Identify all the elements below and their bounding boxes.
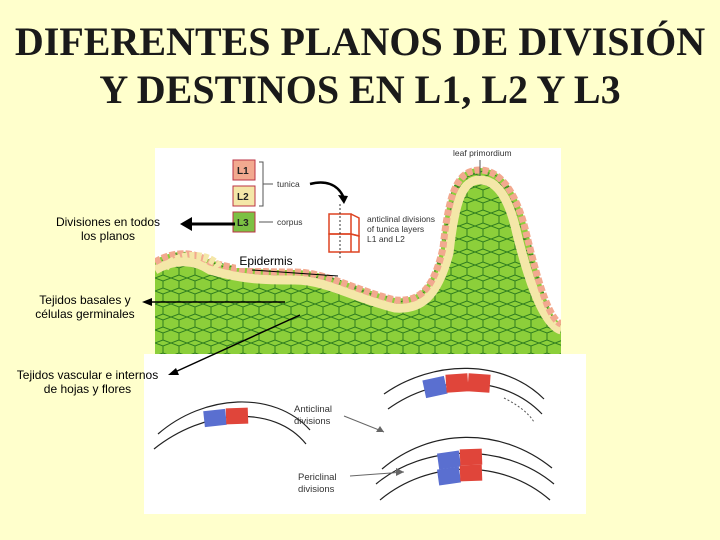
arrow-left-icon	[168, 368, 179, 375]
division-planes-figure: Anticlinal divisions Periclinal division…	[144, 354, 586, 514]
label-epidermis: Epidermis	[236, 254, 296, 268]
layer-legend: L1 L2 L3	[232, 159, 256, 233]
anticlinal-note: anticlinal divisions of tunica layers L1…	[367, 214, 437, 244]
layer-label-l2: L2	[237, 192, 249, 203]
arrow-right-icon	[376, 426, 384, 432]
label-tejidos-basales: Tejidos basales y células germinales	[35, 293, 135, 321]
periclinal-label: Periclinal divisions	[298, 472, 339, 495]
anticlinal-division-icon	[328, 204, 360, 260]
arrow-right-icon	[396, 468, 404, 476]
slide-title: DIFERENTES PLANOS DE DIVISIÓN Y DESTINOS…	[0, 18, 720, 114]
title-line-1: DIFERENTES PLANOS DE DIVISIÓN	[14, 19, 706, 64]
leaf-primordium-label: leaf primordium	[453, 148, 512, 158]
layer-label-l3: L3	[237, 218, 249, 229]
label-divisiones: Divisiones en todos los planos	[55, 215, 161, 243]
tunica-label: tunica	[277, 179, 300, 189]
meristem-figure: L1 L2 L3 tunica corpus anticlinal divisi…	[155, 148, 561, 356]
anticlinal-label: Anticlinal divisions	[294, 404, 335, 427]
arrow-left-icon	[142, 298, 152, 306]
arrow-head-icon	[338, 195, 348, 204]
title-line-2: Y DESTINOS EN L1, L2 Y L3	[99, 67, 621, 112]
label-tejidos-vascular: Tejidos vascular e internos de hojas y f…	[16, 368, 159, 396]
arrow-left-icon	[180, 217, 192, 231]
layer-label-l1: L1	[237, 166, 249, 177]
corpus-label: corpus	[277, 217, 303, 227]
